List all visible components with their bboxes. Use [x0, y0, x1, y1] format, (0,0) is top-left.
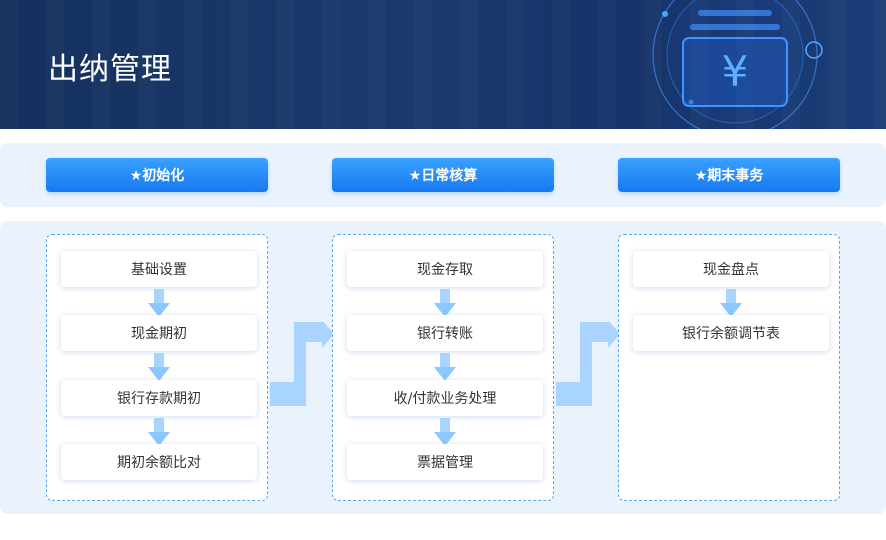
- phase-init-button[interactable]: ★初始化: [46, 158, 268, 192]
- arrow-down-icon: [434, 353, 456, 381]
- header-banner: 出纳管理 ¥: [0, 0, 886, 129]
- arrow-down-icon: [148, 353, 170, 381]
- flow-item[interactable]: 期初余额比对: [61, 444, 257, 480]
- flow-item[interactable]: 基础设置: [61, 251, 257, 287]
- arrow-down-icon: [434, 289, 456, 317]
- flow-item[interactable]: 银行余额调节表: [633, 315, 829, 351]
- page-title: 出纳管理: [48, 52, 172, 87]
- arrow-down-icon: [148, 418, 170, 446]
- period-end-column: 现金盘点 银行余额调节表: [618, 234, 840, 501]
- flow-item[interactable]: 票据管理: [347, 444, 543, 480]
- arrow-right-icon: [556, 322, 620, 406]
- init-column: 基础设置 现金期初 银行存款期初 期初余额比对: [46, 234, 268, 501]
- arrow-right-icon: [270, 322, 334, 406]
- flow-item[interactable]: 银行存款期初: [61, 380, 257, 416]
- phase-daily-button[interactable]: ★日常核算: [332, 158, 554, 192]
- flow-item[interactable]: 银行转账: [347, 315, 543, 351]
- yuan-icon: ¥: [652, 0, 823, 129]
- arrow-down-icon: [148, 289, 170, 317]
- flow-item[interactable]: 现金期初: [61, 315, 257, 351]
- arrow-down-icon: [434, 418, 456, 446]
- svg-text:¥: ¥: [722, 47, 749, 96]
- phase-period-end-button[interactable]: ★期末事务: [618, 158, 840, 192]
- flow-item[interactable]: 现金盘点: [633, 251, 829, 287]
- flow-item[interactable]: 现金存取: [347, 251, 543, 287]
- daily-column: 现金存取 银行转账 收/付款业务处理 票据管理: [332, 234, 554, 501]
- banner-texture: [0, 0, 886, 129]
- arrow-down-icon: [720, 289, 742, 317]
- flow-item[interactable]: 收/付款业务处理: [347, 380, 543, 416]
